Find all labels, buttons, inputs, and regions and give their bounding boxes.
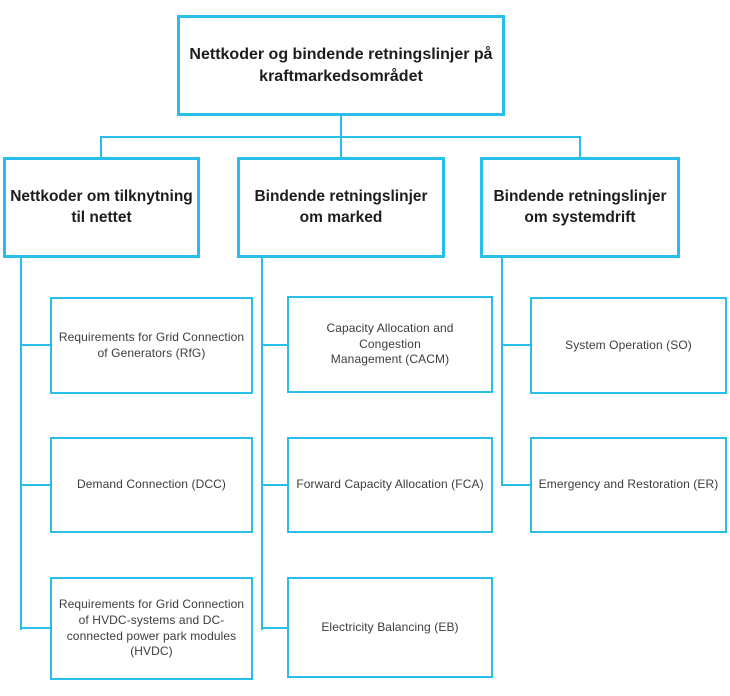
leaf-box-cacm-label: Capacity Allocation and Congestion Manag… [326, 320, 454, 367]
leaf-box-hvdc-label: Requirements for Grid Connection of HVDC… [58, 596, 245, 659]
connector-drop-tilknytning [100, 136, 102, 158]
connector-stub-fca [261, 484, 289, 486]
leaf-box-fca: Forward Capacity Allocation (FCA) [287, 437, 493, 533]
leaf-box-dcc-label: Demand Connection (DCC) [76, 477, 227, 492]
leaf-box-eb-label: Electricity Balancing (EB) [321, 619, 459, 634]
leaf-box-so: System Operation (SO) [530, 297, 727, 394]
leaf-box-er: Emergency and Restoration (ER) [530, 437, 727, 533]
leaf-box-rfg-label: Requirements for Grid Connection of Gene… [58, 329, 245, 360]
leaf-box-er-label: Emergency and Restoration (ER) [538, 477, 719, 492]
leaf-box-eb: Electricity Balancing (EB) [287, 577, 493, 678]
connector-stub-dcc [20, 484, 52, 486]
connector-spine-systemdrift [501, 256, 503, 486]
leaf-box-rfg: Requirements for Grid Connection of Gene… [50, 297, 253, 394]
connector-drop-systemdrift [579, 136, 581, 158]
connector-spine-marked [261, 256, 263, 630]
connector-spine-tilknytning [20, 256, 22, 630]
connector-stub-er [501, 484, 532, 486]
connector-drop-marked [340, 136, 342, 158]
branch-box-marked-label: Bindende retningslinjer om marked [254, 188, 428, 226]
root-box-label: Nettkoder og bindende retningslinjer på … [189, 46, 493, 85]
root-box: Nettkoder og bindende retningslinjer på … [177, 15, 505, 116]
connector-stub-eb [261, 627, 289, 629]
branch-box-tilknytning-label: Nettkoder om tilknytning til nettet [10, 188, 193, 226]
connector-stub-so [501, 344, 532, 346]
connector-stub-rfg [20, 344, 52, 346]
connector-root-drop [340, 114, 342, 138]
branch-box-tilknytning: Nettkoder om tilknytning til nettet [3, 157, 200, 258]
leaf-box-dcc: Demand Connection (DCC) [50, 437, 253, 533]
branch-box-systemdrift-label: Bindende retningslinjer om systemdrift [493, 188, 667, 226]
leaf-box-hvdc: Requirements for Grid Connection of HVDC… [50, 577, 253, 680]
leaf-box-so-label: System Operation (SO) [565, 337, 692, 352]
leaf-box-fca-label: Forward Capacity Allocation (FCA) [296, 477, 484, 492]
connector-stub-hvdc [20, 627, 52, 629]
branch-box-marked: Bindende retningslinjer om marked [237, 157, 445, 258]
connector-stub-cacm [261, 344, 289, 346]
leaf-box-cacm: Capacity Allocation and Congestion Manag… [287, 296, 493, 393]
branch-box-systemdrift: Bindende retningslinjer om systemdrift [480, 157, 680, 258]
